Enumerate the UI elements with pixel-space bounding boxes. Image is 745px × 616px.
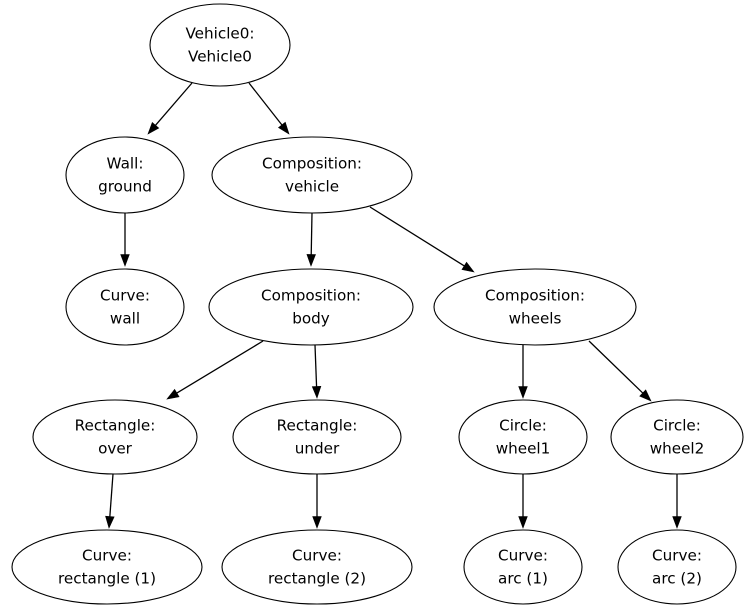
node-label-line2: wall [110, 310, 140, 328]
node-ellipse[interactable] [221, 529, 413, 605]
node-label-line2: arc (1) [498, 570, 548, 588]
edge-arrowhead-icon [166, 388, 180, 400]
edges-layer [105, 82, 682, 529]
graph-edge [105, 473, 115, 529]
nodes-layer: Vehicle0:Vehicle0Wall:groundComposition:… [11, 3, 744, 605]
graph-edge [369, 206, 475, 273]
edge-arrowhead-icon [306, 254, 316, 267]
edge-arrowhead-icon [147, 121, 160, 135]
node-label-line1: Circle: [499, 417, 547, 435]
node-label-line1: Composition: [262, 155, 362, 173]
edge-arrowhead-icon [105, 515, 115, 529]
node-ellipse[interactable] [610, 399, 744, 475]
edge-arrowhead-icon [518, 516, 528, 529]
graph-node-composition-vehicle[interactable]: Composition: vehicle [211, 136, 413, 214]
edge-arrowhead-icon [518, 386, 528, 399]
graph-edge [312, 474, 322, 529]
graph-node-curve-wall[interactable]: Curve: wall [65, 268, 185, 346]
graph-edge [518, 345, 528, 399]
graph-node-curve-rectangle-2[interactable]: Curve: rectangle (2) [221, 529, 413, 605]
node-label-line1: Curve: [100, 287, 150, 305]
graph-edge [311, 344, 322, 399]
node-ellipse[interactable] [149, 3, 291, 87]
node-label-line1: Rectangle: [277, 417, 358, 435]
graph-edge [147, 82, 193, 135]
node-label-line1: Curve: [652, 547, 702, 565]
graph-node-curve-arc-2[interactable]: Curve: arc (2) [617, 529, 737, 605]
node-label-line1: Composition: [485, 287, 585, 305]
node-label-line2: arc (2) [652, 570, 702, 588]
graph-node-circle-wheel1[interactable]: Circle: wheel1 [458, 399, 588, 475]
edge-arrowhead-icon [639, 389, 652, 402]
node-ellipse[interactable] [32, 399, 198, 475]
graph-edge [120, 213, 130, 267]
graph-node-rectangle-under[interactable]: Rectangle: under [232, 399, 402, 475]
edge-line [314, 344, 318, 389]
node-ellipse[interactable] [208, 268, 414, 346]
node-label-line2: rectangle (2) [268, 570, 366, 588]
node-ellipse[interactable] [463, 529, 583, 605]
node-label-line2: rectangle (1) [58, 570, 156, 588]
node-label-line2: ground [98, 178, 152, 196]
node-label-line2: wheel1 [496, 440, 551, 458]
node-ellipse[interactable] [617, 529, 737, 605]
node-ellipse[interactable] [458, 399, 588, 475]
node-label-line2: wheel2 [650, 440, 705, 458]
node-label-line1: Circle: [653, 417, 701, 435]
graph-node-wall-ground[interactable]: Wall: ground [65, 136, 185, 214]
graph-node-curve-arc-1[interactable]: Curve: arc (1) [463, 529, 583, 605]
graph-node-composition-wheels[interactable]: Composition: wheels [433, 268, 637, 346]
edge-arrowhead-icon [311, 386, 322, 399]
node-ellipse[interactable] [211, 136, 413, 214]
graph-node-curve-rectangle-1[interactable]: Curve: rectangle (1) [11, 529, 203, 605]
edge-arrowhead-icon [277, 121, 290, 135]
graph-node-circle-wheel2[interactable]: Circle: wheel2 [610, 399, 744, 475]
node-ellipse[interactable] [11, 529, 203, 605]
node-label-line2: wheels [509, 310, 562, 328]
node-label-line1: Wall: [107, 155, 144, 173]
edge-line [248, 82, 284, 127]
node-ellipse[interactable] [232, 399, 402, 475]
edge-line [154, 82, 193, 127]
node-label-line1: Rectangle: [75, 417, 156, 435]
edge-line [109, 473, 114, 519]
node-label-line2: body [292, 310, 330, 328]
node-ellipse[interactable] [65, 268, 185, 346]
graph-node-rectangle-over[interactable]: Rectangle: over [32, 399, 198, 475]
edge-arrowhead-icon [672, 516, 682, 529]
node-label-line1: Composition: [261, 287, 361, 305]
node-label-line2: vehicle [285, 178, 339, 196]
graph-node-vehicle0[interactable]: Vehicle0: Vehicle0 [149, 3, 291, 87]
graph-edge [518, 474, 528, 529]
node-label-line1: Vehicle0: [185, 25, 254, 43]
edge-line [588, 340, 645, 395]
node-ellipse[interactable] [433, 268, 637, 346]
edge-arrowhead-icon [120, 254, 130, 267]
edge-line [369, 206, 466, 268]
node-label-line2: over [98, 440, 133, 458]
node-label-line2: Vehicle0 [188, 48, 252, 66]
node-label-line2: under [295, 440, 340, 458]
edge-arrowhead-icon [461, 261, 475, 273]
graph-edge [588, 340, 652, 402]
node-label-line1: Curve: [82, 547, 132, 565]
edge-line [175, 340, 264, 395]
node-ellipse[interactable] [65, 136, 185, 214]
edge-arrowhead-icon [312, 516, 322, 529]
node-label-line1: Curve: [498, 547, 548, 565]
graph-edge [672, 474, 682, 529]
edge-line [310, 212, 313, 257]
graph-edge [166, 340, 264, 400]
node-label-line1: Curve: [292, 547, 342, 565]
graph-edge [248, 82, 290, 135]
graph-edge [306, 212, 316, 267]
graph-node-composition-body[interactable]: Composition: body [208, 268, 414, 346]
